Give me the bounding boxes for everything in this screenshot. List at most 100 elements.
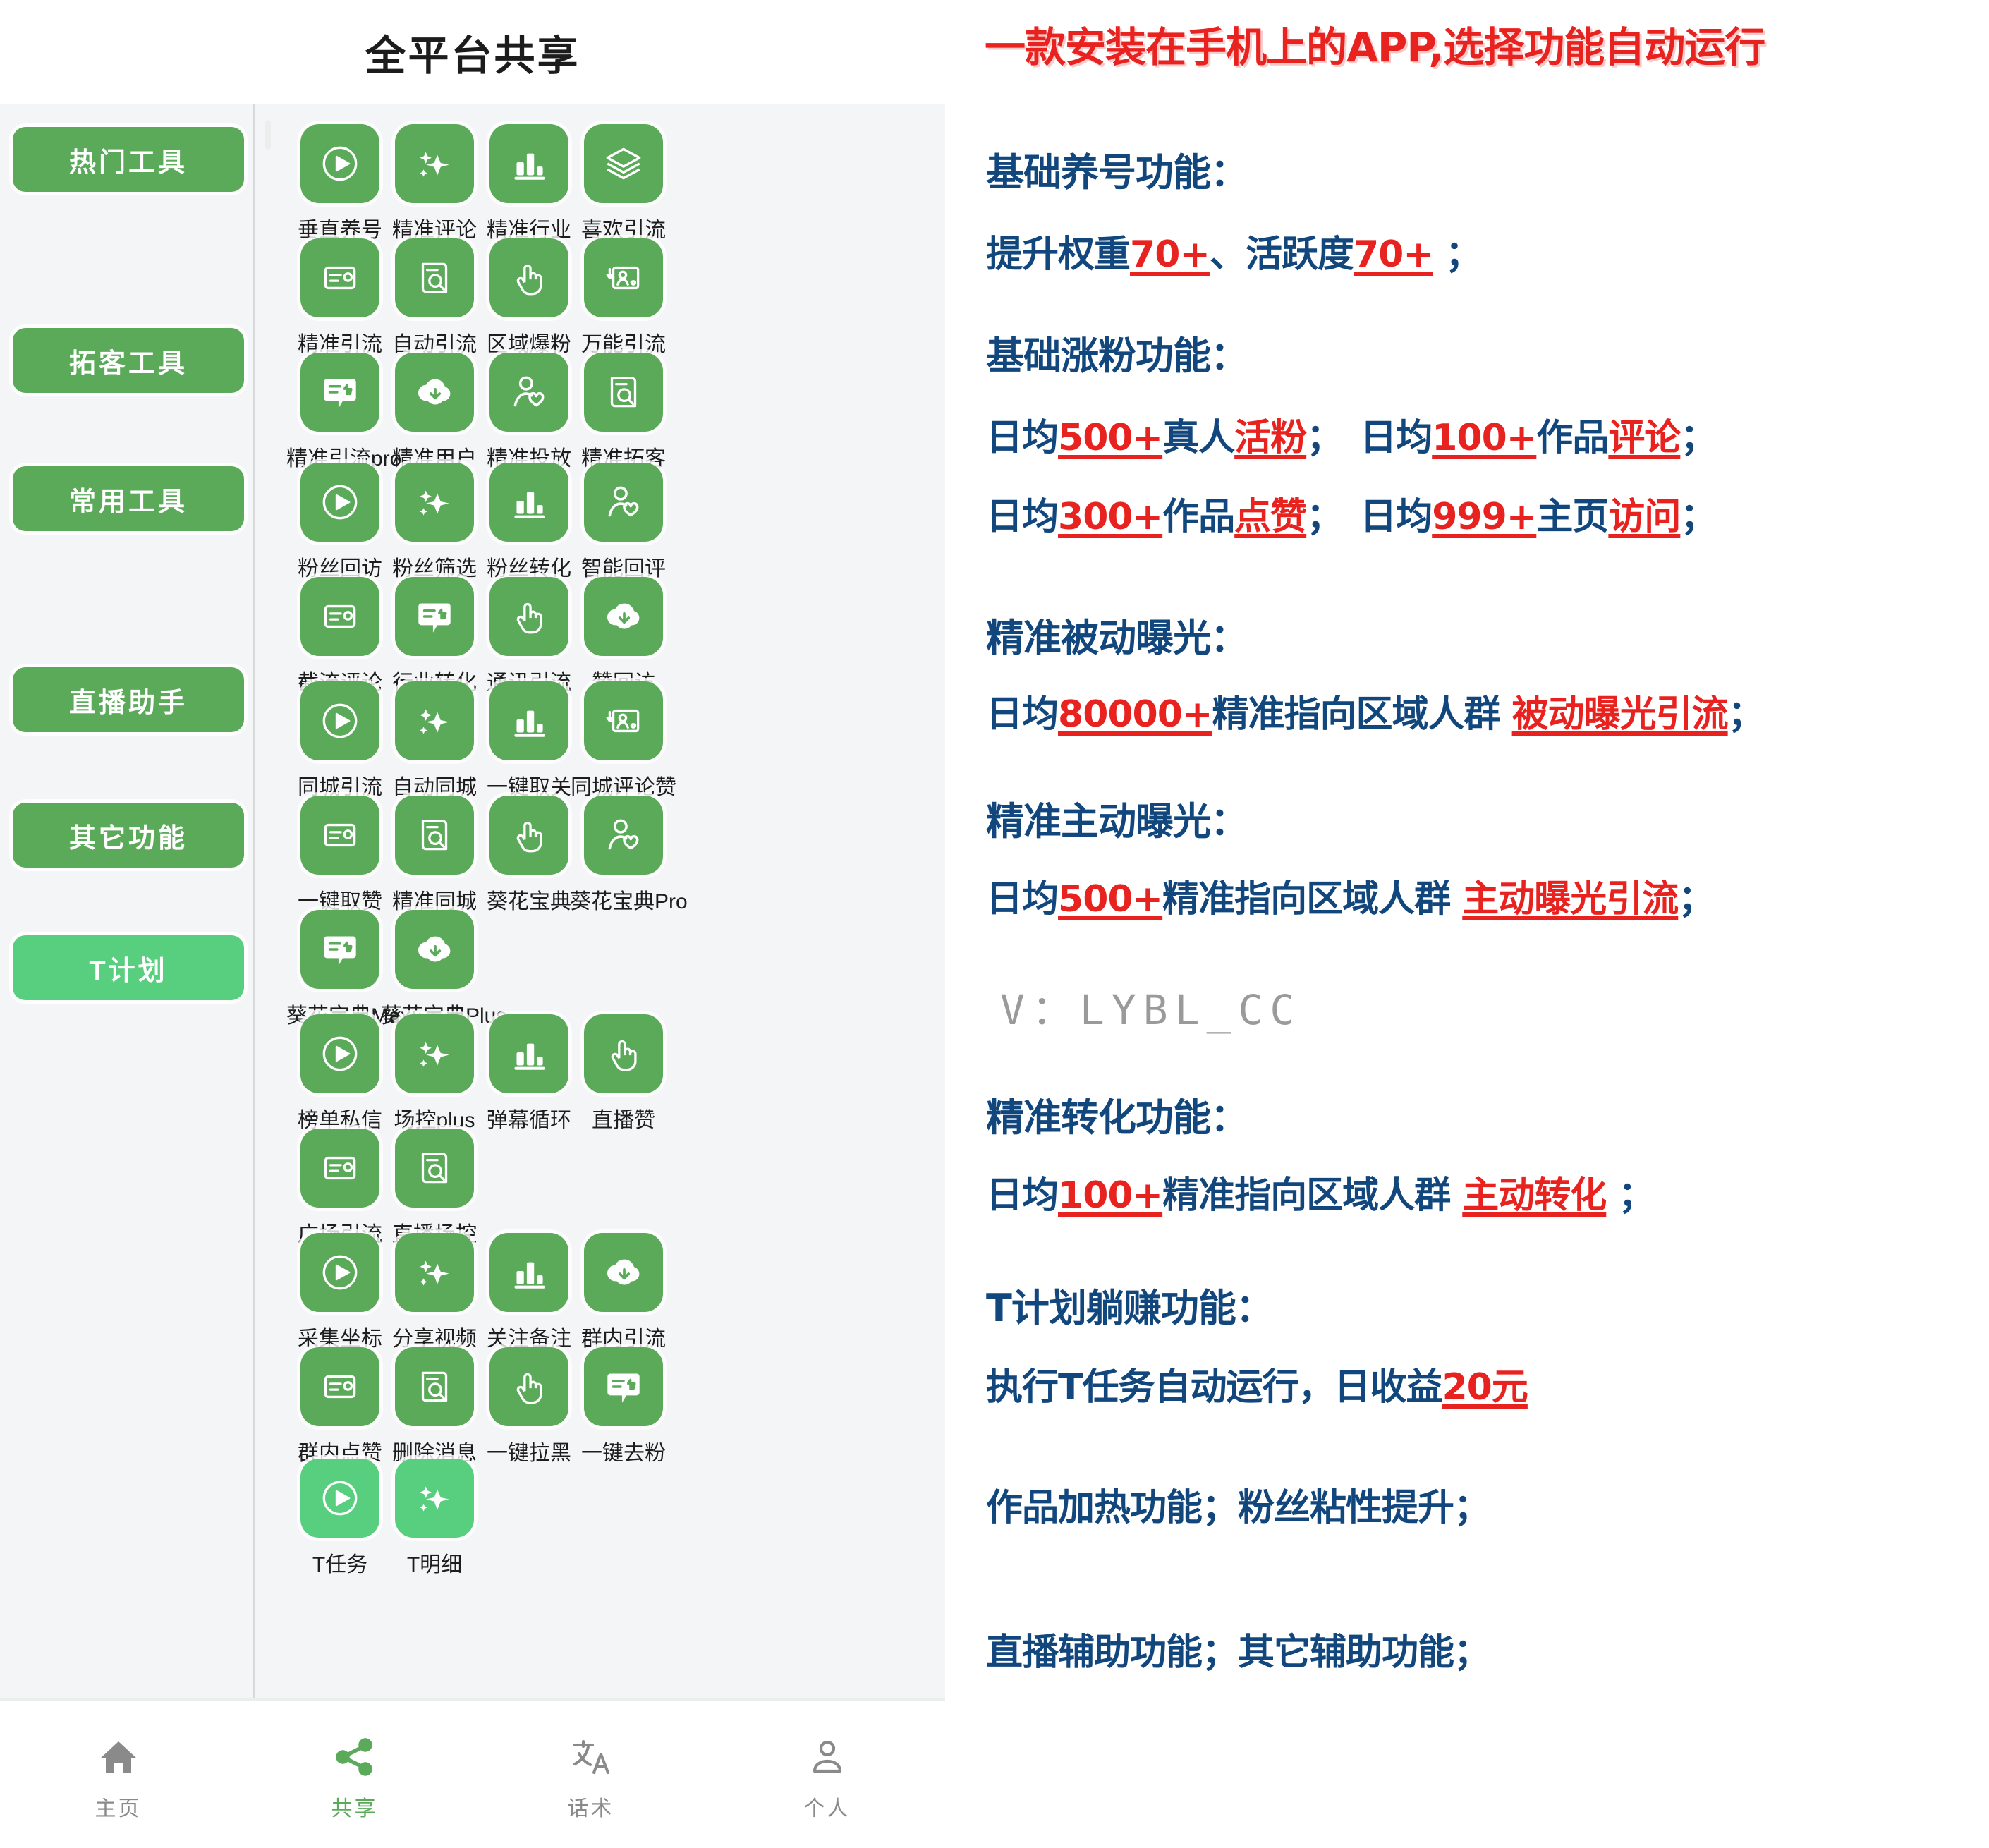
tool-tile[interactable]: 精准用户 bbox=[381, 353, 488, 472]
tool-tile[interactable]: 自动引流 bbox=[381, 238, 488, 358]
nav-item-个人[interactable]: 个人 bbox=[709, 1701, 945, 1848]
tool-tile[interactable]: 群内引流 bbox=[570, 1233, 677, 1352]
category-button-0[interactable]: 热门工具 bbox=[13, 127, 244, 192]
tool-tile[interactable]: 弹幕循环 bbox=[475, 1014, 583, 1133]
tool-tile[interactable]: 精准拓客 bbox=[570, 353, 677, 472]
promo-section-title: 精准转化功能： bbox=[986, 1095, 1248, 1140]
tool-tile[interactable]: 场控plus bbox=[381, 1014, 488, 1133]
tool-tile[interactable]: 采集坐标 bbox=[286, 1233, 394, 1352]
tool-tile-label: 万能引流 bbox=[581, 333, 666, 356]
promo-text-run: 主页 bbox=[1536, 496, 1609, 538]
promo-text-run: 日均 bbox=[1360, 417, 1433, 459]
tool-tile[interactable]: 一键去粉 bbox=[570, 1347, 677, 1466]
phone-content: 热门工具拓客工具常用工具直播助手其它功能 T计划 垂直养号精准评论精准行业喜欢引流… bbox=[0, 104, 945, 1698]
tool-tile[interactable]: 葵花宝典Pro bbox=[570, 796, 688, 915]
bar-chart-icon bbox=[489, 681, 568, 760]
tool-tile[interactable]: 一键拉黑 bbox=[475, 1347, 583, 1466]
promo-text-run: 精准指向区域人群 bbox=[1162, 1174, 1463, 1217]
play-circle-icon bbox=[300, 1014, 379, 1093]
tool-tile[interactable]: 群内点赞 bbox=[286, 1347, 394, 1466]
promo-text-run: 日均 bbox=[1360, 496, 1433, 538]
doc-search-icon bbox=[395, 796, 474, 875]
promo-text-run: 作品 bbox=[1536, 417, 1609, 459]
tool-tile-label: 精准评论 bbox=[392, 219, 477, 242]
tool-tile[interactable]: 榜单私信 bbox=[286, 1014, 394, 1133]
category-button-3[interactable]: 直播助手 bbox=[13, 667, 244, 732]
comment-like-icon bbox=[584, 1347, 663, 1426]
tool-tile-label: 榜单私信 bbox=[298, 1109, 382, 1132]
tool-tile[interactable]: 精准引流 bbox=[286, 238, 394, 358]
tool-tile-label: 喜欢引流 bbox=[581, 219, 666, 242]
tool-tile[interactable]: 精准投放 bbox=[475, 353, 583, 472]
tool-tile[interactable]: 广场引流 bbox=[286, 1129, 394, 1248]
tool-tile-label: T明细 bbox=[406, 1553, 463, 1576]
tool-tile[interactable]: 粉丝回访 bbox=[286, 463, 394, 582]
nav-item-话术[interactable]: 话术 bbox=[473, 1701, 709, 1848]
tool-tile[interactable]: 通讯引流 bbox=[475, 577, 583, 696]
tool-tile-label: 葵花宝典 bbox=[487, 890, 571, 913]
tool-tile-label: 分享视频 bbox=[392, 1327, 477, 1351]
promo-text-run: ； bbox=[1306, 417, 1361, 459]
tool-tile[interactable]: 分享视频 bbox=[381, 1233, 488, 1352]
promo-text-run: 精准指向区域人群 bbox=[1212, 693, 1512, 736]
tool-tile-label: 精准引流 bbox=[298, 333, 382, 356]
tool-tile[interactable]: 精准行业 bbox=[475, 124, 583, 243]
tool-tile[interactable]: 一键取赞 bbox=[286, 796, 394, 915]
tool-tile[interactable]: 同城评论赞 bbox=[570, 681, 677, 801]
tool-tile[interactable]: 行业转化 bbox=[381, 577, 488, 696]
tool-tile-label: 自动引流 bbox=[392, 333, 477, 356]
category-button-4[interactable]: 其它功能 bbox=[13, 803, 244, 868]
tool-tile-label: T任务 bbox=[312, 1553, 368, 1576]
category-button-2[interactable]: 常用工具 bbox=[13, 466, 244, 531]
promo-text-run: ； bbox=[1433, 233, 1482, 276]
tool-tile[interactable]: 关注备注 bbox=[475, 1233, 583, 1352]
tool-tile[interactable]: 葵花宝典Max bbox=[286, 910, 411, 1029]
tool-tile[interactable]: 垂直养号 bbox=[286, 124, 394, 243]
promo-text-run: 访问 bbox=[1608, 496, 1681, 538]
tool-tile[interactable]: 精准同城 bbox=[381, 796, 488, 915]
sparkle-star-icon bbox=[395, 124, 474, 203]
tool-tile[interactable]: 智能回评 bbox=[570, 463, 677, 582]
tool-tile[interactable]: 粉丝筛选 bbox=[381, 463, 488, 582]
card-list-icon bbox=[300, 238, 379, 317]
promo-text-run: 500+ bbox=[1058, 417, 1163, 459]
tool-tile[interactable]: 直播场控 bbox=[381, 1129, 488, 1248]
tool-tile[interactable]: 删除消息 bbox=[381, 1347, 488, 1466]
bar-chart-icon bbox=[489, 1233, 568, 1312]
tool-tile-label: 弹幕循环 bbox=[487, 1109, 571, 1132]
tool-tile[interactable]: 精准评论 bbox=[381, 124, 488, 243]
tool-tile[interactable]: 区域爆粉 bbox=[475, 238, 583, 358]
tool-tile-label: 采集坐标 bbox=[298, 1327, 382, 1351]
tool-tile[interactable]: 截流评论 bbox=[286, 577, 394, 696]
tool-tile[interactable]: 赞回访 bbox=[570, 577, 677, 696]
promo-text-run: 直播辅助功能；其它辅助功能； bbox=[986, 1631, 1490, 1674]
promo-text-run: 评论 bbox=[1608, 417, 1681, 459]
tool-tile[interactable]: 葵花宝典Plus bbox=[381, 910, 506, 1029]
tool-tile[interactable]: T明细 bbox=[381, 1459, 488, 1578]
nav-item-label: 主页 bbox=[95, 1797, 142, 1820]
cloud-download-icon bbox=[395, 910, 474, 989]
nav-item-共享[interactable]: 共享 bbox=[236, 1701, 473, 1848]
tool-tile-label: 精准行业 bbox=[487, 219, 571, 242]
person-heart-icon bbox=[584, 796, 663, 875]
tool-tile[interactable]: T任务 bbox=[286, 1459, 394, 1578]
sparkle-star-icon bbox=[395, 681, 474, 760]
tool-tile[interactable]: 粉丝转化 bbox=[475, 463, 583, 582]
tool-tile[interactable]: 一键取关 bbox=[475, 681, 583, 801]
tool-tile[interactable]: 葵花宝典 bbox=[475, 796, 583, 915]
tool-tile[interactable]: 精准引流pro bbox=[286, 353, 401, 472]
tool-tile[interactable]: 万能引流 bbox=[570, 238, 677, 358]
category-button-1[interactable]: 拓客工具 bbox=[13, 328, 244, 393]
promo-section-line: 执行T任务自动运行，日收益20元 bbox=[986, 1357, 1528, 1410]
nav-item-主页[interactable]: 主页 bbox=[0, 1701, 236, 1848]
tool-tile[interactable]: 自动同城 bbox=[381, 681, 488, 801]
promo-section-title: 基础养号功能： bbox=[986, 150, 1248, 195]
promo-text-run: 、活跃度 bbox=[1209, 233, 1354, 276]
tool-tile[interactable]: 喜欢引流 bbox=[570, 124, 677, 243]
promo-text-run: 作品加热功能；粉丝粘性提升； bbox=[986, 1487, 1490, 1529]
tool-tile[interactable]: 直播赞 bbox=[570, 1014, 677, 1133]
category-button-5[interactable]: T计划 bbox=[13, 935, 244, 1000]
tool-tile[interactable]: 同城引流 bbox=[286, 681, 394, 801]
promo-section-line: 直播辅助功能；其它辅助功能； bbox=[986, 1622, 1490, 1675]
tool-tile-label: 垂直养号 bbox=[298, 219, 382, 242]
